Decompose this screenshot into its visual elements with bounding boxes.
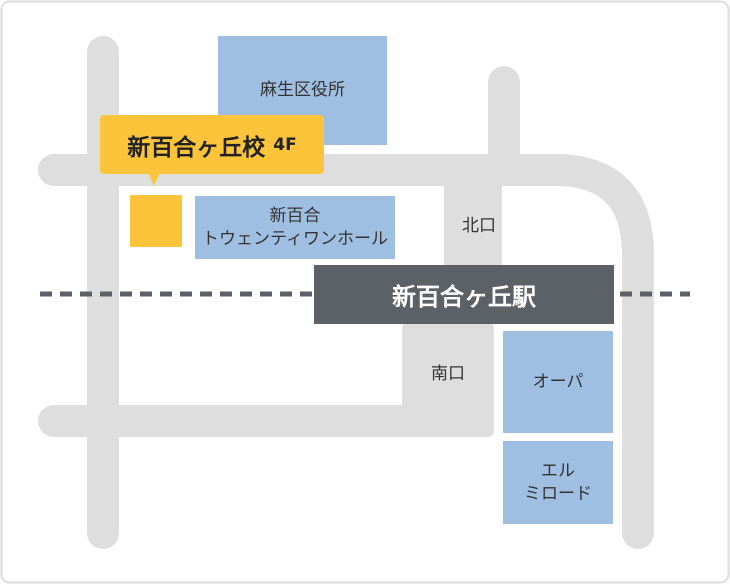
school-name: 新百合ヶ丘校 xyxy=(127,134,266,161)
station-name: 新百合ヶ丘駅 xyxy=(392,283,536,311)
school-floor: 4F xyxy=(273,134,297,155)
school-callout: 新百合ヶ丘校 4F xyxy=(100,115,324,174)
south-exit-label: 南口 xyxy=(431,363,465,384)
road-north-curve xyxy=(444,154,654,549)
opa-building: オーパ xyxy=(503,331,613,433)
north-exit-plaza xyxy=(444,186,502,266)
station-box: 新百合ヶ丘駅 xyxy=(314,265,614,324)
asao-ward-office-label: 麻生区役所 xyxy=(260,80,345,101)
twenty-one-hall-label: 新百合 トウェンティワンホール xyxy=(202,205,388,249)
school-callout-pointer xyxy=(148,172,160,186)
twenty-one-hall-building: 新百合 トウェンティワンホール xyxy=(195,196,395,259)
school-location-marker xyxy=(130,195,182,247)
north-exit-label: 北口 xyxy=(462,215,496,236)
elmirod-label: エル ミロード xyxy=(524,460,592,504)
opa-label: オーパ xyxy=(532,371,584,392)
elmirod-building: エル ミロード xyxy=(503,441,613,524)
south-exit-plaza xyxy=(402,322,494,437)
